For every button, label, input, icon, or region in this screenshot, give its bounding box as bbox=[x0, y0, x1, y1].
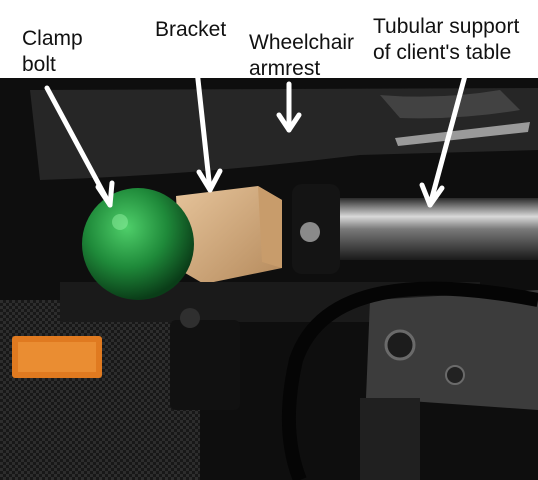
arrow-bracket bbox=[192, 49, 213, 193]
green-ball-knob bbox=[82, 188, 194, 300]
power-cable bbox=[281, 281, 538, 480]
arrow-tubular-support bbox=[427, 69, 469, 208]
table-plate bbox=[366, 290, 538, 410]
collar-screw bbox=[300, 222, 320, 242]
label-bracket: Bracket bbox=[155, 18, 227, 41]
label-tubular-support: Tubular support of client's table bbox=[373, 15, 520, 64]
clamp-post bbox=[170, 320, 240, 410]
label-clamp-bolt: Clamp bolt bbox=[22, 27, 83, 76]
wooden-bracket bbox=[176, 186, 282, 284]
mesh-backrest bbox=[0, 300, 200, 480]
armrest-edge bbox=[395, 122, 530, 146]
annotation-arrows bbox=[44, 49, 469, 208]
label-wheelchair-armrest: Wheelchair armrest bbox=[249, 31, 355, 80]
